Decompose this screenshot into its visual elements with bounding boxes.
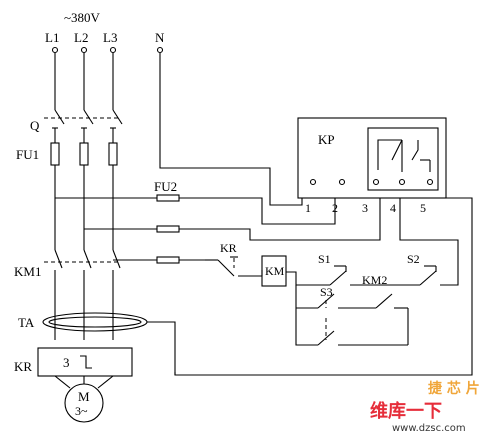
terminal-4: 4 bbox=[390, 201, 396, 215]
controller-relay-box bbox=[367, 127, 439, 191]
motor-label: M bbox=[78, 389, 90, 404]
phase-l1-label: L1 bbox=[45, 30, 59, 45]
current-transformer-ring-outer bbox=[42, 312, 148, 332]
svg-text:www.dzsc.com: www.dzsc.com bbox=[392, 423, 466, 434]
terminal-1: 1 bbox=[305, 201, 311, 215]
phase-l3-label: L3 bbox=[103, 30, 117, 45]
terminal-3: 3 bbox=[362, 201, 368, 215]
svg-text:维库一下: 维库一下 bbox=[370, 400, 442, 422]
supply-voltage-label: ~380V bbox=[64, 10, 101, 25]
kr-contact-label: KR bbox=[220, 241, 237, 255]
thermal-relay-label: KR bbox=[14, 359, 32, 374]
control-feeds bbox=[55, 194, 381, 264]
neutral-label: N bbox=[155, 30, 165, 45]
current-transformer-ring-inner bbox=[48, 316, 142, 328]
contact-km2-label: KM2 bbox=[362, 273, 387, 287]
switch-s2-label: S2 bbox=[407, 252, 420, 266]
fuse-main-label: FU1 bbox=[16, 147, 39, 162]
control-rung-top bbox=[286, 198, 459, 286]
phase-lines bbox=[54, 53, 123, 340]
current-transformer-label: TA bbox=[18, 315, 35, 330]
fuse-ctrl-label: FU2 bbox=[154, 179, 177, 194]
switch-s3-label: S3 bbox=[320, 285, 333, 299]
thermal-relay-number: 3 bbox=[63, 355, 70, 370]
motor-symbol bbox=[64, 383, 104, 423]
contactor-main-label: KM1 bbox=[14, 264, 41, 279]
controller-terminals bbox=[309, 178, 434, 186]
controller-relay-contacts bbox=[377, 139, 431, 172]
motor-leads bbox=[54, 375, 114, 389]
kr-contact-symbol bbox=[205, 256, 263, 277]
svg-text:捷 芯 片: 捷 芯 片 bbox=[428, 380, 480, 397]
neutral-wire bbox=[159, 53, 303, 206]
thermal-element-symbol bbox=[80, 355, 92, 369]
control-rung-branch bbox=[295, 285, 409, 346]
fuse-main-symbols bbox=[50, 142, 118, 166]
coil-km-box bbox=[261, 255, 287, 287]
breaker-label: Q bbox=[30, 118, 40, 133]
controller-kp-box bbox=[297, 117, 447, 199]
coil-km-label: KM bbox=[265, 264, 285, 278]
controller-kp-label: KP bbox=[318, 132, 335, 147]
supply-terminals bbox=[51, 46, 164, 54]
terminal-5: 5 bbox=[420, 201, 426, 215]
ct-lead-wire bbox=[147, 321, 176, 375]
thermal-relay-box bbox=[37, 347, 133, 377]
switch-s1-label: S1 bbox=[318, 252, 331, 266]
motor-phase-label: 3~ bbox=[75, 404, 88, 418]
phase-l2-label: L2 bbox=[74, 30, 88, 45]
watermark-logo: 捷 芯 片 维库一下 www.dzsc.com bbox=[370, 380, 480, 434]
terminal-2: 2 bbox=[332, 201, 338, 215]
